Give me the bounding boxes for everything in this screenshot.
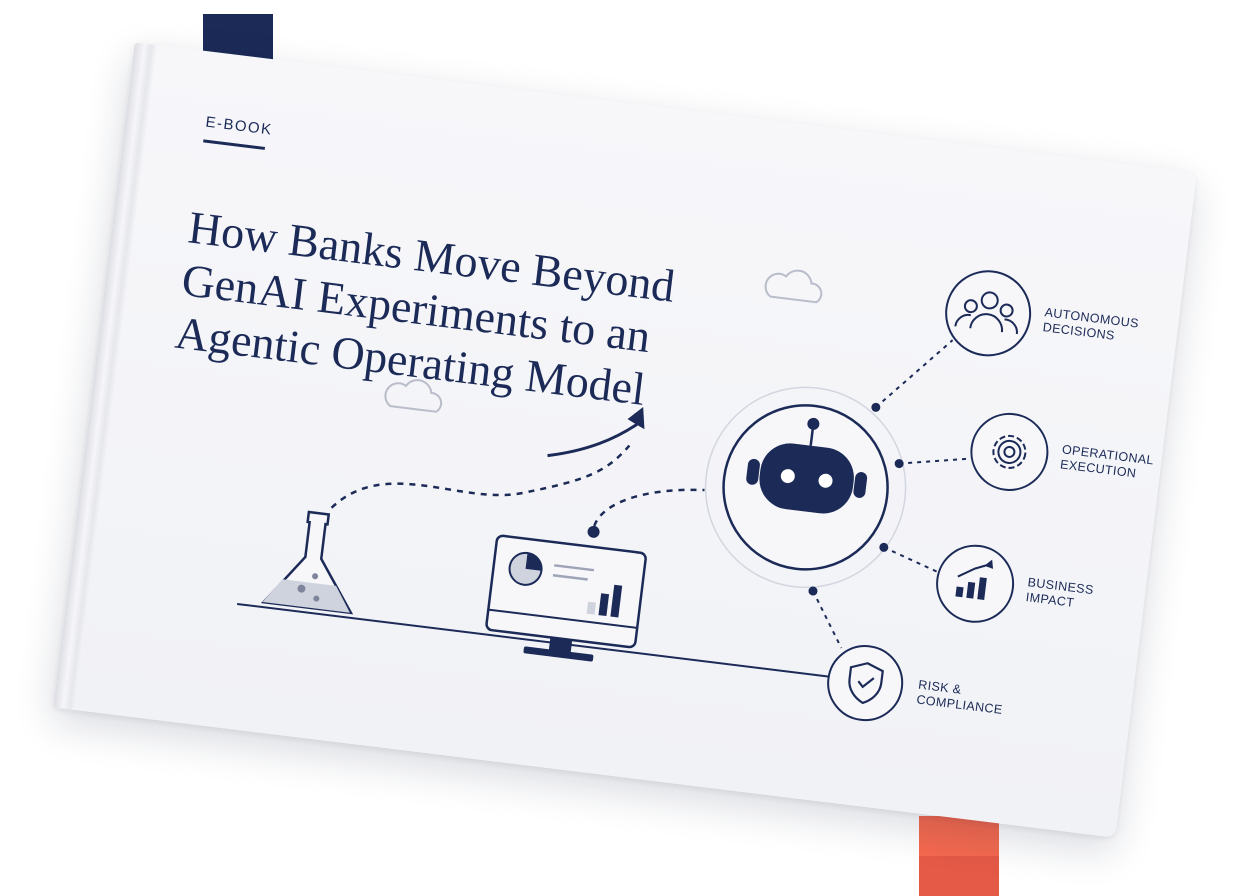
capability-circle-operational [970,412,1049,491]
robot-hub [704,386,907,589]
flask-icon [260,510,354,615]
capability-circle-risk [827,645,904,722]
cloud-icon [384,379,443,413]
capability-circle-autonomous [945,270,1032,357]
capability-circle-business [936,544,1015,623]
cover-illustration [237,269,1049,722]
monitor-icon [485,488,705,662]
cloud-icon [764,269,823,304]
people-icon [954,291,1018,335]
growth-arrow-head [627,406,645,430]
connectors [808,339,973,649]
decorative-coral-block [919,816,999,896]
ebook-cover: E-BOOK How Banks Move Beyond GenAI Exper… [53,42,1197,838]
robot-icon [746,417,868,514]
gear-icon [992,434,1027,469]
bar-chart-icon [955,559,994,600]
shield-check-icon [848,662,884,705]
growth-path-dashed [330,444,631,509]
growth-path-solid [547,423,638,458]
